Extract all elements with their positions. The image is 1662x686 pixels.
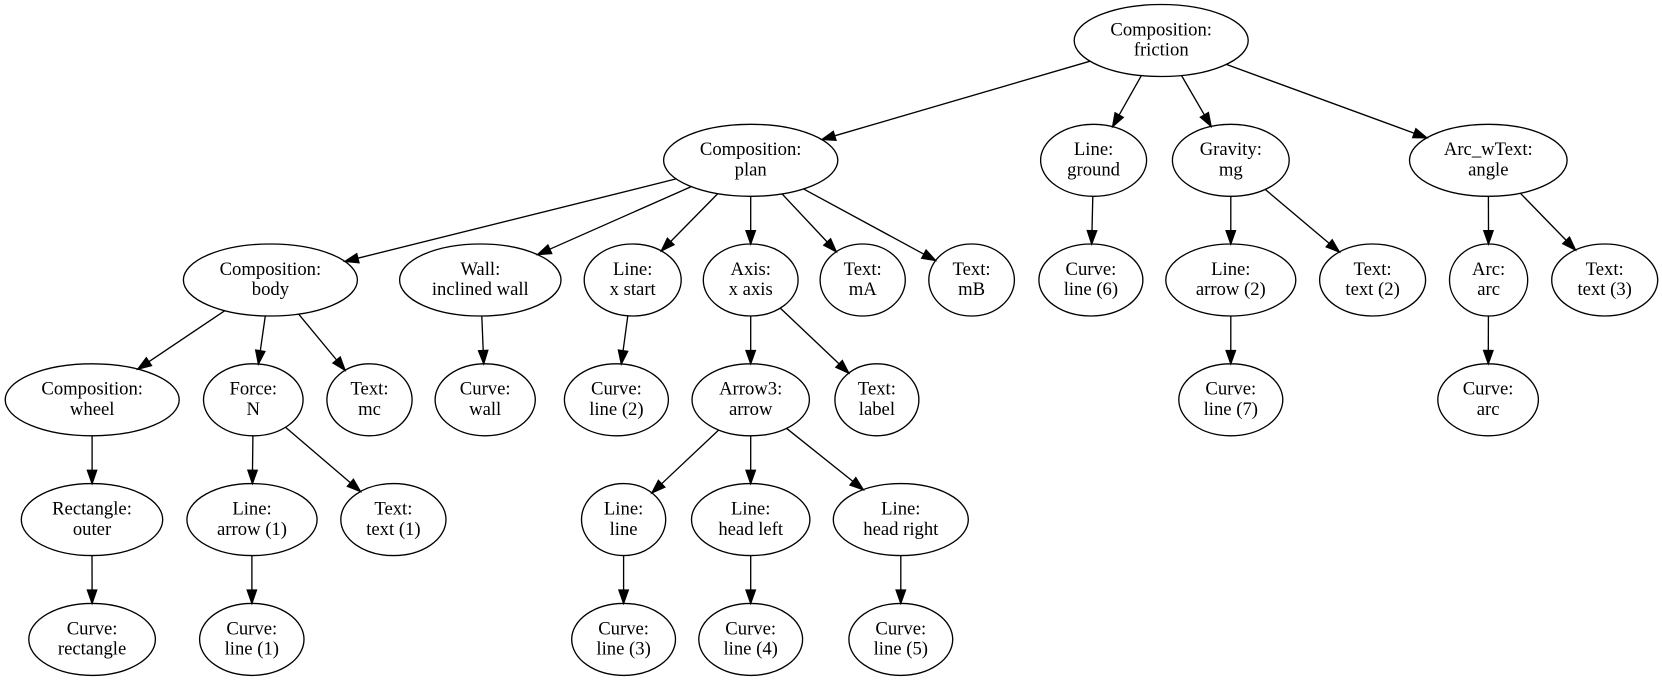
- svg-text:rectangle: rectangle: [58, 639, 126, 660]
- svg-text:label: label: [859, 399, 895, 420]
- svg-text:arrow (2): arrow (2): [1196, 279, 1266, 300]
- svg-text:Text:: Text:: [858, 379, 896, 400]
- svg-text:Curve:: Curve:: [1463, 379, 1514, 400]
- svg-text:Curve:: Curve:: [460, 379, 511, 400]
- svg-text:Curve:: Curve:: [226, 618, 277, 639]
- svg-text:head left: head left: [718, 519, 784, 540]
- svg-text:Composition:: Composition:: [1110, 19, 1212, 40]
- svg-text:line (7): line (7): [1204, 399, 1258, 420]
- svg-text:Composition:: Composition:: [700, 139, 802, 160]
- svg-text:Arc:: Arc:: [1472, 259, 1505, 280]
- svg-text:Text:: Text:: [1586, 259, 1624, 280]
- svg-text:line (5): line (5): [874, 639, 928, 660]
- svg-text:Composition:: Composition:: [41, 379, 143, 400]
- svg-text:mc: mc: [358, 399, 381, 420]
- svg-text:mB: mB: [958, 279, 985, 300]
- svg-text:Curve:: Curve:: [725, 618, 776, 639]
- svg-text:Line:: Line:: [1074, 139, 1113, 160]
- svg-text:ground: ground: [1067, 160, 1121, 181]
- svg-text:Force:: Force:: [229, 379, 277, 400]
- svg-text:Text:: Text:: [953, 259, 991, 280]
- svg-text:Arrow3:: Arrow3:: [719, 379, 782, 400]
- svg-text:Arc_wText:: Arc_wText:: [1444, 139, 1533, 160]
- svg-text:text (2): text (2): [1345, 279, 1399, 300]
- svg-text:wall: wall: [469, 399, 501, 420]
- svg-text:line (1): line (1): [225, 639, 279, 660]
- svg-text:line (4): line (4): [723, 639, 777, 660]
- svg-text:Text:: Text:: [350, 379, 388, 400]
- svg-text:Composition:: Composition:: [220, 259, 322, 280]
- svg-text:line (6): line (6): [1064, 279, 1118, 300]
- svg-text:Curve:: Curve:: [1205, 379, 1256, 400]
- svg-text:Line:: Line:: [613, 259, 652, 280]
- svg-text:line (3): line (3): [596, 639, 650, 660]
- svg-text:arc: arc: [1477, 279, 1500, 300]
- svg-text:Axis:: Axis:: [730, 259, 770, 280]
- svg-text:mg: mg: [1219, 160, 1243, 181]
- svg-text:friction: friction: [1134, 40, 1190, 61]
- svg-text:x start: x start: [610, 279, 657, 300]
- svg-text:Curve:: Curve:: [67, 618, 118, 639]
- svg-text:line: line: [610, 519, 638, 540]
- svg-text:Curve:: Curve:: [591, 379, 642, 400]
- svg-text:Line:: Line:: [1211, 259, 1250, 280]
- svg-text:Curve:: Curve:: [875, 618, 926, 639]
- svg-text:Gravity:: Gravity:: [1200, 139, 1262, 160]
- svg-text:angle: angle: [1468, 160, 1508, 181]
- svg-text:arrow (1): arrow (1): [217, 519, 287, 540]
- svg-text:Curve:: Curve:: [598, 618, 649, 639]
- svg-text:line (2): line (2): [589, 399, 643, 420]
- svg-text:mA: mA: [849, 279, 878, 300]
- svg-text:Line:: Line:: [731, 499, 770, 520]
- svg-text:arc: arc: [1477, 399, 1500, 420]
- svg-text:inclined wall: inclined wall: [432, 279, 529, 300]
- svg-text:arrow: arrow: [729, 399, 773, 420]
- svg-text:Curve:: Curve:: [1066, 259, 1117, 280]
- svg-text:body: body: [252, 279, 290, 300]
- svg-text:head right: head right: [863, 519, 939, 540]
- svg-text:Line:: Line:: [604, 499, 643, 520]
- svg-text:Text:: Text:: [844, 259, 882, 280]
- svg-text:text (1): text (1): [366, 519, 420, 540]
- svg-text:outer: outer: [73, 519, 112, 540]
- svg-text:x axis: x axis: [729, 279, 773, 300]
- svg-text:Rectangle:: Rectangle:: [52, 499, 132, 520]
- svg-text:Line:: Line:: [232, 499, 271, 520]
- svg-text:Text:: Text:: [374, 499, 412, 520]
- svg-text:text (3): text (3): [1577, 279, 1631, 300]
- svg-text:N: N: [247, 399, 261, 420]
- svg-text:Wall:: Wall:: [460, 259, 500, 280]
- svg-text:plan: plan: [735, 160, 768, 181]
- svg-text:wheel: wheel: [70, 399, 115, 420]
- svg-text:Text:: Text:: [1354, 259, 1392, 280]
- svg-text:Line:: Line:: [881, 499, 920, 520]
